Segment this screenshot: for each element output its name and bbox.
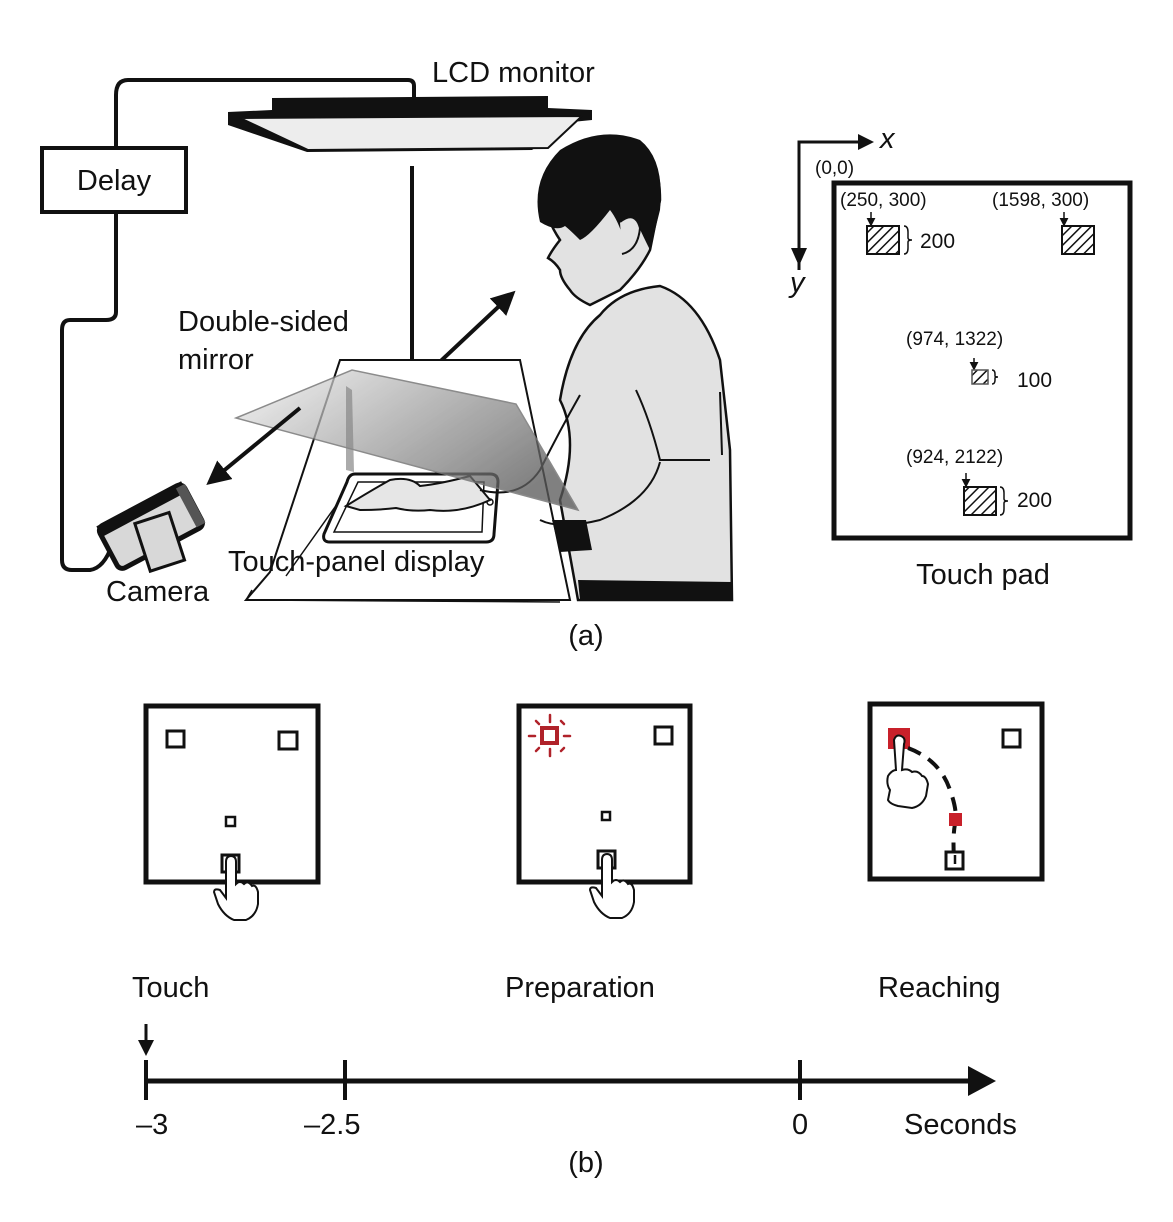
- cable-delay-camera: [60, 212, 118, 572]
- target-square-right: [653, 725, 674, 746]
- panel-a-caption: (a): [568, 620, 603, 652]
- person-figure: [479, 134, 734, 602]
- y-axis-label: y: [788, 267, 806, 299]
- mirror-frame: [346, 386, 354, 472]
- light-path-to-camera: [206, 406, 302, 486]
- svg-text:(250, 300): (250, 300): [840, 190, 927, 211]
- target-top-right: (1598, 300): [992, 190, 1095, 255]
- touch-pad-title: Touch pad: [916, 559, 1050, 591]
- delay-label: Delay: [77, 165, 152, 197]
- timeline-unit-label: Seconds: [904, 1109, 1017, 1141]
- panel-b-caption: (b): [568, 1147, 603, 1179]
- svg-text:(974, 1322): (974, 1322): [906, 329, 1003, 350]
- pointing-hand-icon: [886, 734, 930, 810]
- timeline: –3 –2.5 0 Seconds: [136, 1024, 1017, 1141]
- svg-text:200: 200: [920, 230, 955, 253]
- svg-text:(924, 2122): (924, 2122): [906, 447, 1003, 468]
- tick-label-zero: 0: [792, 1109, 808, 1141]
- origin-label: (0,0): [815, 158, 854, 179]
- phase-preparation-label: Preparation: [505, 972, 655, 1004]
- camera-label: Camera: [106, 576, 210, 608]
- pointing-hand-icon: [212, 854, 259, 921]
- apparatus-illustration: Delay LCD monitor: [40, 57, 734, 608]
- target-square-left: [165, 729, 186, 749]
- timeline-arrowhead: [968, 1066, 996, 1096]
- lcd-monitor-label: LCD monitor: [432, 57, 595, 89]
- tick-label-minus-3: –3: [136, 1109, 168, 1141]
- target-start: (924, 2122) 200: [906, 447, 1052, 516]
- svg-text:200: 200: [1017, 489, 1052, 512]
- pointing-hand-icon: [588, 852, 635, 919]
- phase-touch-screen: [143, 703, 321, 921]
- svg-text:100: 100: [1017, 369, 1052, 392]
- y-axis-arrowhead: [791, 248, 807, 266]
- highlighted-target-icon: [527, 713, 572, 758]
- double-sided-mirror: [233, 369, 580, 512]
- x-axis: [797, 140, 862, 270]
- svg-text:(1598, 300): (1598, 300): [992, 190, 1089, 211]
- mirror-label-line2: mirror: [178, 344, 254, 376]
- tick-label-minus-2-5: –2.5: [304, 1109, 360, 1141]
- camera-icon: [96, 481, 206, 574]
- target-square-center: [600, 810, 612, 822]
- touch-panel-label: Touch-panel display: [228, 546, 485, 578]
- phase-preparation-screen: [516, 703, 693, 919]
- touch-panel-pointer: [285, 499, 341, 577]
- cable-lcd-delay: [114, 78, 416, 168]
- target-top-left: (250, 300) 200: [840, 190, 955, 255]
- phase-reaching-label: Reaching: [878, 972, 1001, 1004]
- phase-touch-label: Touch: [132, 972, 209, 1004]
- reach-trajectory: [907, 746, 958, 871]
- camera-pointer: [244, 589, 561, 603]
- x-axis-arrowhead: [858, 134, 874, 150]
- x-axis-label: x: [878, 123, 896, 155]
- mirror-label-line1: Double-sided: [178, 306, 349, 338]
- target-center: (974, 1322) 100: [906, 329, 1052, 392]
- target-square-center: [224, 815, 237, 828]
- target-square-right: [1001, 728, 1022, 749]
- hand-on-tablet: [343, 474, 492, 512]
- phase-reaching-screen: [867, 701, 1045, 882]
- lcd-monitor: [228, 96, 592, 152]
- target-square-right: [277, 730, 299, 751]
- touch-pad-diagram: x y (0,0) (250, 300) 200 (1598, 300) (97…: [788, 123, 1133, 591]
- cursor-filled-red: [949, 813, 962, 826]
